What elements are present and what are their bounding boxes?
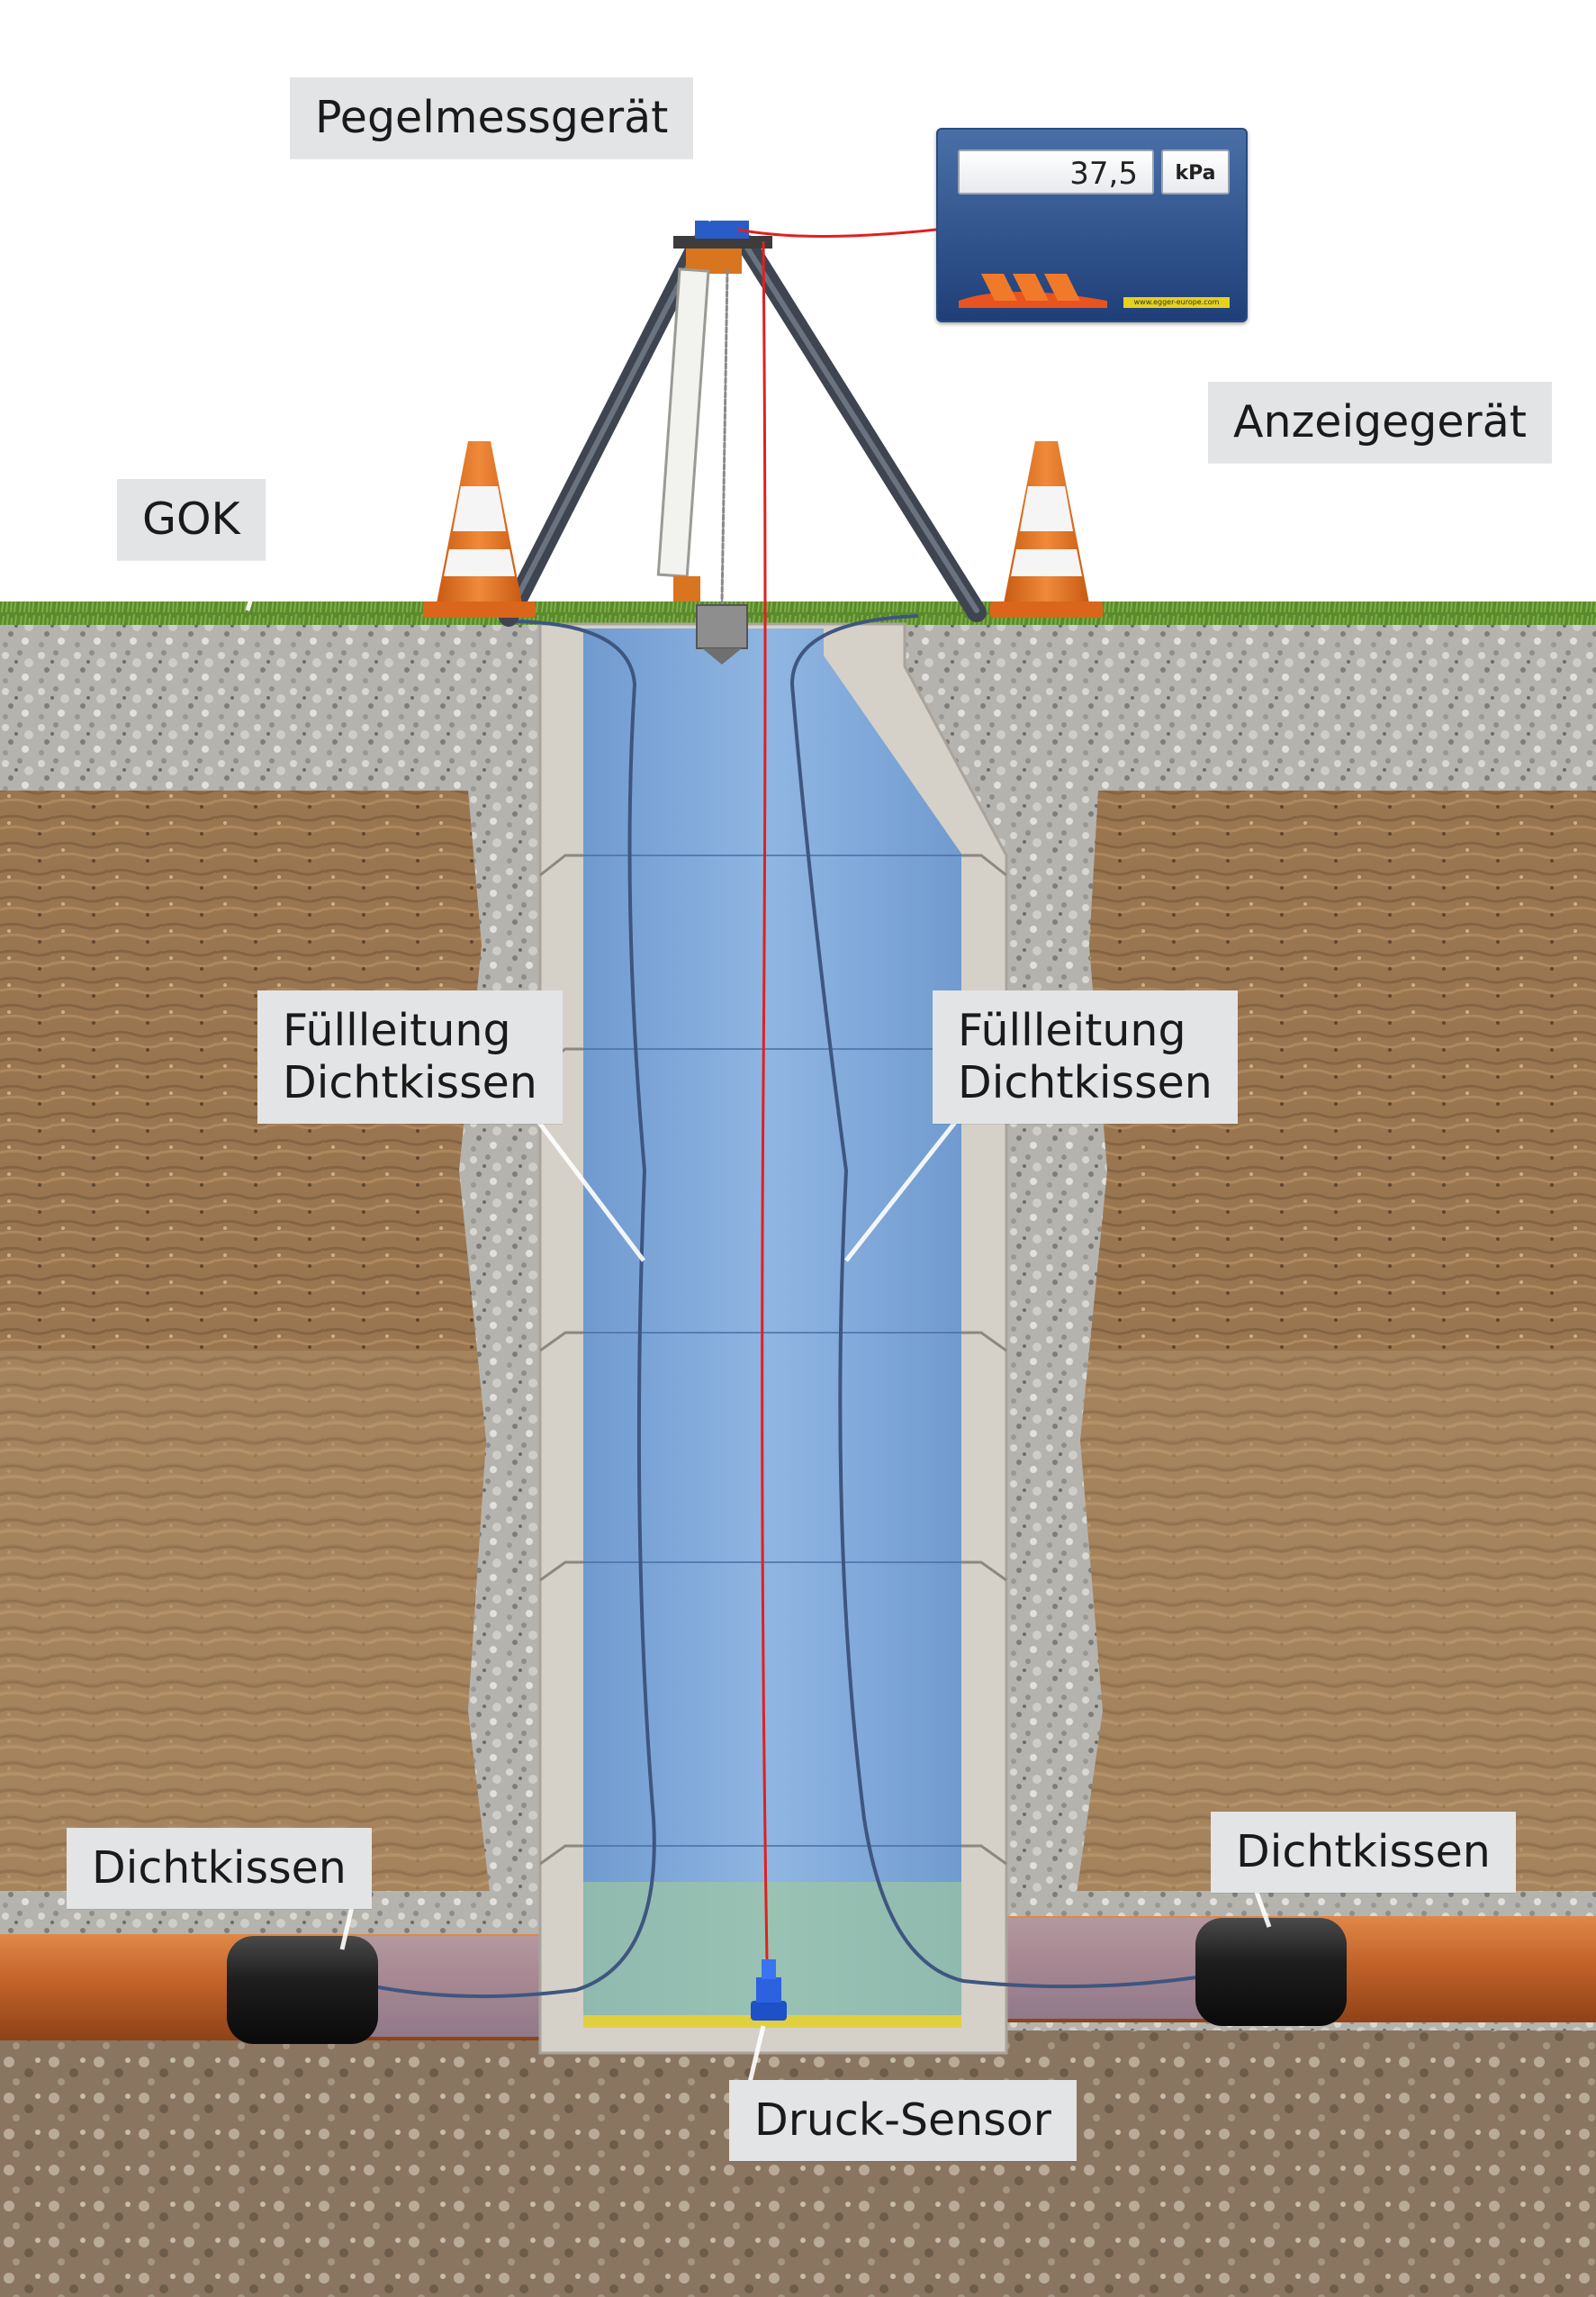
label-anzeigegeraet-text: Anzeigegerät: [1233, 396, 1527, 448]
label-dichtkissen-right-text: Dichtkissen: [1236, 1826, 1491, 1877]
label-dichtkissen-left: Dichtkissen: [67, 1828, 372, 1909]
fill-hose-right: [789, 614, 1198, 1989]
dichtkissen-left-shape: [227, 1936, 378, 2044]
sensor-cable: [761, 240, 769, 1960]
druck-sensor-shape: [751, 1959, 787, 2021]
pegelmessgeraet-device: [695, 221, 749, 239]
label-anzeigegeraet: Anzeigegerät: [1208, 382, 1552, 463]
cone-left: [423, 441, 536, 618]
egger-logo-icon: [959, 274, 1107, 308]
tripod: [499, 221, 987, 665]
pressure-value-readout: 37,5: [958, 149, 1154, 194]
water-column: [583, 629, 961, 2017]
label-fuellleitung-left-line1: Füllleitung: [283, 1005, 511, 1056]
label-druck-sensor-text: Druck-Sensor: [754, 2094, 1051, 2146]
label-dichtkissen-right: Dichtkissen: [1211, 1812, 1516, 1893]
fill-hose-left: [373, 619, 656, 1999]
dichtkissen-right-shape: [1195, 1918, 1347, 2026]
label-pegelmessgeraet: Pegelmessgerät: [290, 77, 694, 158]
label-fuellleitung-right-line2: Dichtkissen: [958, 1057, 1213, 1108]
pressure-unit: kPa: [1161, 149, 1230, 194]
label-pegelmessgeraet-text: Pegelmessgerät: [315, 92, 669, 143]
cone-right: [990, 441, 1103, 618]
label-fuellleitung-right: Füllleitung Dichtkissen: [933, 990, 1238, 1124]
label-fuellleitung-left: Füllleitung Dichtkissen: [257, 990, 563, 1124]
label-fuellleitung-left-line2: Dichtkissen: [283, 1057, 537, 1108]
bottom-soil: [0, 2030, 1596, 2297]
label-dichtkissen-left-text: Dichtkissen: [92, 1842, 347, 1894]
label-gok-text: GOK: [142, 493, 240, 545]
grass-strip: [0, 601, 1596, 625]
label-gok: GOK: [117, 479, 266, 560]
display-url-text: www.egger-europe.com: [1123, 297, 1230, 308]
label-fuellleitung-right-line1: Füllleitung: [958, 1005, 1186, 1056]
label-druck-sensor: Druck-Sensor: [729, 2080, 1077, 2161]
anzeigegeraet-device: 37,5 kPa www.egger-europe.com: [936, 128, 1248, 322]
